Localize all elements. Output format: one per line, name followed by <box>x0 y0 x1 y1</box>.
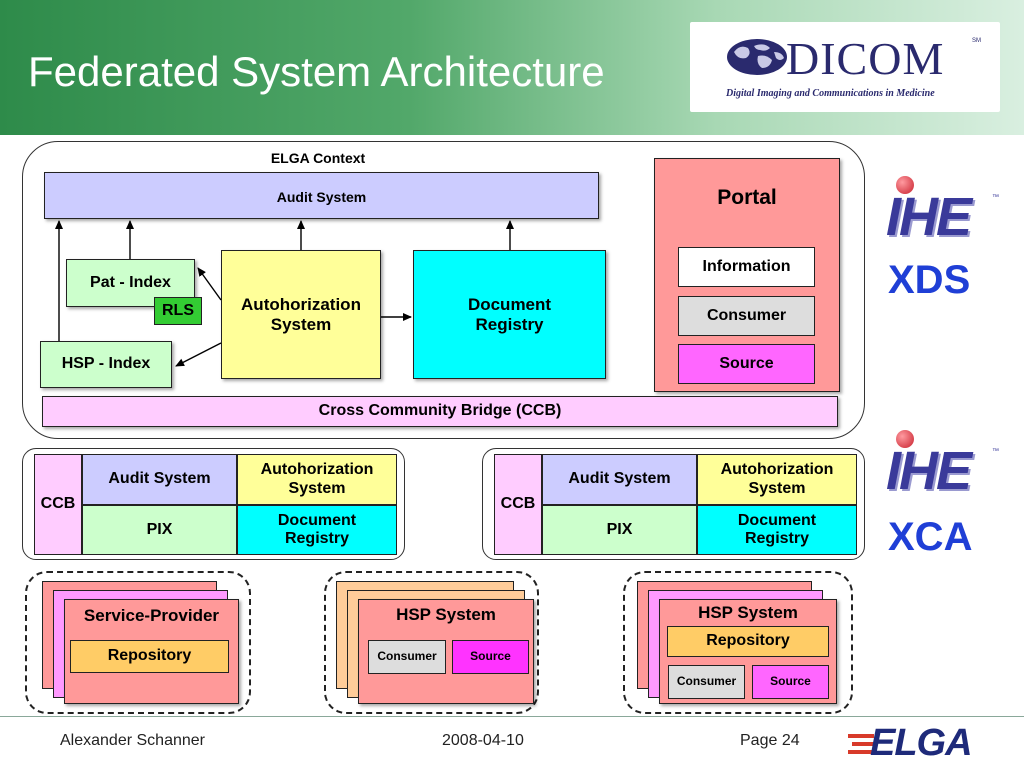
ihe-logo-text: IHE <box>886 187 972 247</box>
rls-box: RLS <box>154 297 202 325</box>
document-registry-box: Document Registry <box>413 250 606 379</box>
ihe-logo-text: IHE <box>886 441 972 501</box>
service-provider-group <box>25 571 251 714</box>
autohorization-system-box: Autohorization System <box>221 250 381 379</box>
dicom-logo-text: DICOM <box>786 33 945 84</box>
community-1-registry-box: Document Registry <box>237 505 397 555</box>
community-1-autoh-box: Autohorization System <box>237 454 397 505</box>
hsp-index-box: HSP - Index <box>40 341 172 388</box>
dicom-subtitle: Digital Imaging and Communications in Me… <box>726 88 935 99</box>
footer-author: Alexander Schanner <box>60 732 205 749</box>
ihe-logo-xds: IHE ™ <box>882 176 1002 256</box>
portal-consumer-box: Consumer <box>678 296 815 336</box>
hsp-system-2-repository-box: Repository <box>667 626 829 657</box>
elga-logo-text: ELGA <box>870 722 973 764</box>
community-2-registry-box: Document Registry <box>697 505 857 555</box>
slide-title: Federated System Architecture <box>28 48 605 95</box>
xds-label: XDS <box>888 258 971 302</box>
globe-icon <box>727 39 787 75</box>
community-1-pix-box: PIX <box>82 505 237 555</box>
elga-stripes-icon <box>848 734 874 754</box>
service-provider-title: Service-Provider <box>83 606 220 625</box>
portal-title: Portal <box>717 186 777 209</box>
ihe-tm-mark: ™ <box>992 194 999 201</box>
service-provider-repository-box: Repository <box>70 640 229 673</box>
footer-divider <box>0 716 1024 717</box>
hsp-system-1-source-box: Source <box>452 640 529 674</box>
ihe-tm-mark: ™ <box>992 448 999 455</box>
elga-context-title: ELGA Context <box>270 150 366 166</box>
footer-date: 2008-04-10 <box>442 732 524 749</box>
ihe-logo-xca: IHE ™ <box>882 430 1002 510</box>
hsp-system-1-consumer-box: Consumer <box>368 640 446 674</box>
hsp-system-1-group <box>324 571 539 714</box>
community-2-audit-box: Audit System <box>542 454 697 505</box>
portal-information-box: Information <box>678 247 815 287</box>
community-2-pix-box: PIX <box>542 505 697 555</box>
elga-logo: ELGA <box>848 722 978 766</box>
community-1-container <box>22 448 405 560</box>
portal-source-box: Source <box>678 344 815 384</box>
dicom-sm-mark: SM <box>972 38 981 44</box>
hsp-system-1-title: HSP System <box>396 605 496 624</box>
dicom-logo: DICOM SM Digital Imaging and Communicati… <box>690 22 1000 112</box>
hsp-system-2-consumer-box: Consumer <box>668 665 745 699</box>
cross-community-bridge-box: Cross Community Bridge (CCB) <box>42 396 838 427</box>
community-2-ccb-box: CCB <box>494 454 542 555</box>
community-2-autoh-box: Autohorization System <box>697 454 857 505</box>
hsp-system-2-title: HSP System <box>698 603 798 622</box>
audit-system-box: Audit System <box>44 172 599 219</box>
hsp-system-2-source-box: Source <box>752 665 829 699</box>
elga-context-container <box>22 141 865 439</box>
community-1-ccb-box: CCB <box>34 454 82 555</box>
footer-page-number: Page 24 <box>740 732 800 749</box>
community-1-audit-box: Audit System <box>82 454 237 505</box>
hsp-system-2-group <box>623 571 853 714</box>
xca-label: XCA <box>888 515 973 559</box>
ihe-dot-icon <box>896 176 914 194</box>
community-2-container <box>482 448 865 560</box>
ihe-dot-icon <box>896 430 914 448</box>
